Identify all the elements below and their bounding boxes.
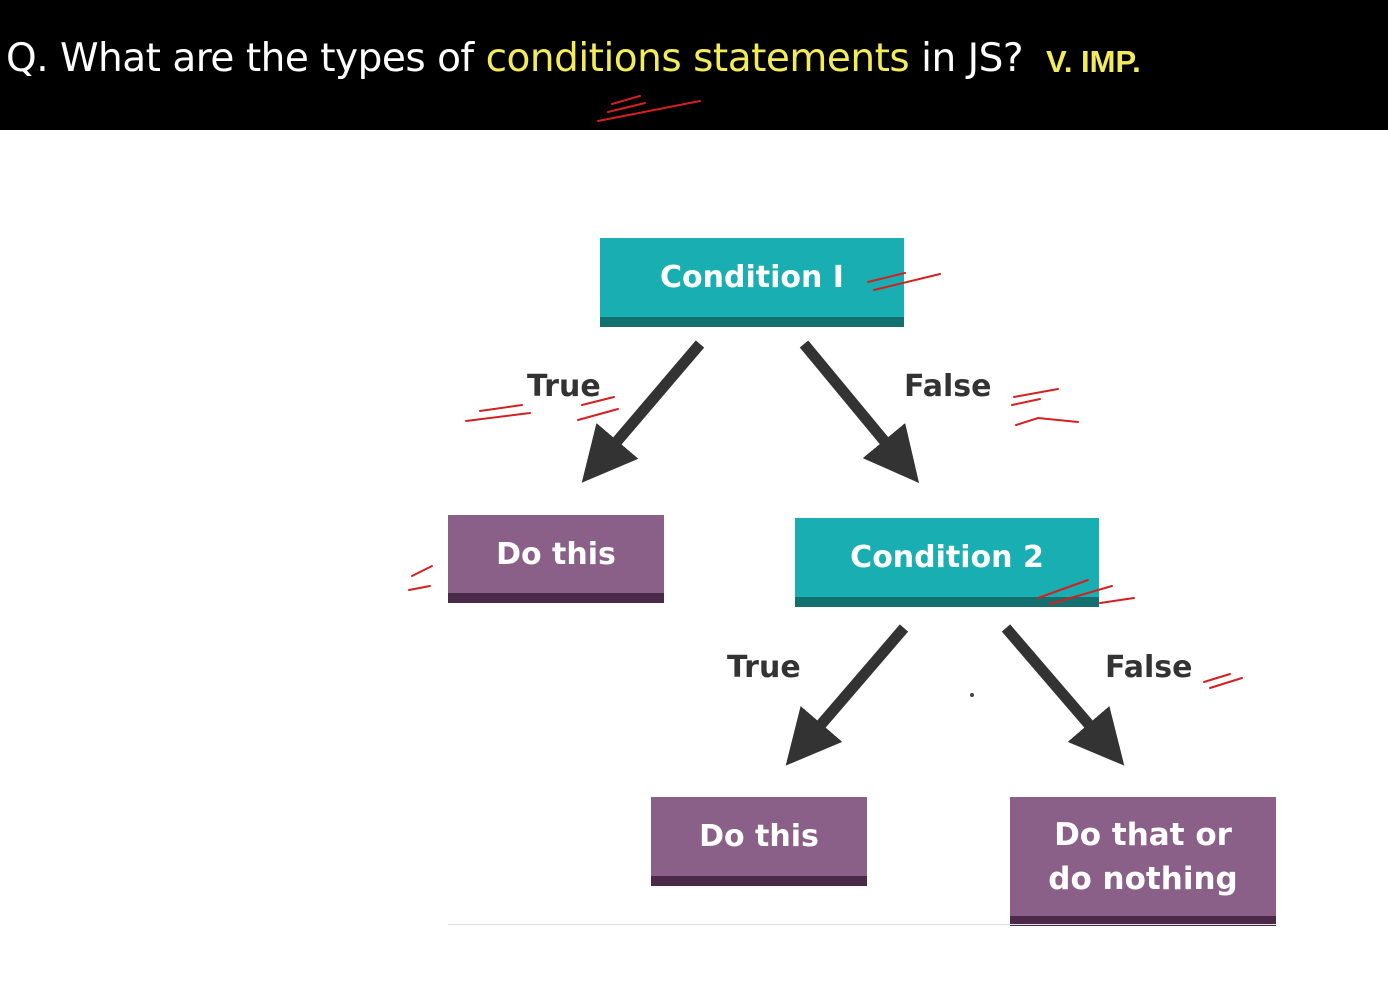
arrow-condition2-true bbox=[785, 624, 909, 766]
question-title: Q. What are the types of conditions stat… bbox=[6, 36, 1024, 81]
annotation-dot bbox=[970, 693, 974, 697]
annotation-true1-left bbox=[465, 404, 531, 422]
annotation-left-margin bbox=[408, 565, 433, 591]
annotation-false2 bbox=[1203, 673, 1243, 689]
arrow-condition1-false bbox=[799, 340, 920, 483]
annotation-false1 bbox=[1011, 388, 1079, 426]
annotation-condition2 bbox=[1037, 579, 1135, 605]
do-this-label-2: Do this bbox=[699, 819, 819, 854]
do-that-line2: do nothing bbox=[1048, 860, 1238, 897]
arrow-condition2-false bbox=[1001, 624, 1125, 766]
do-that-line1: Do that or bbox=[1054, 816, 1232, 853]
false-label-2: False bbox=[1105, 650, 1193, 685]
do-this-box-1: Do this bbox=[448, 515, 664, 603]
annotation-underline-header bbox=[597, 95, 701, 122]
do-this-box-2: Do this bbox=[651, 797, 867, 886]
condition2-label: Condition 2 bbox=[850, 540, 1044, 575]
header-bar: Q. What are the types of conditions stat… bbox=[0, 0, 1388, 130]
annotation-true1-under bbox=[577, 396, 619, 421]
condition2-box: Condition 2 bbox=[795, 518, 1099, 607]
true-label-1: True bbox=[527, 369, 601, 404]
question-highlight: conditions statements bbox=[485, 36, 910, 81]
false-label-1: False bbox=[904, 369, 992, 404]
condition1-label: Condition I bbox=[660, 260, 844, 295]
condition1-box: Condition I bbox=[600, 238, 904, 327]
do-this-label-1: Do this bbox=[496, 536, 616, 572]
do-that-box: Do that or do nothing bbox=[1010, 797, 1276, 926]
arrow-condition1-true bbox=[581, 340, 705, 483]
question-suffix: in JS? bbox=[921, 36, 1024, 81]
importance-badge: V. IMP. bbox=[1046, 44, 1141, 79]
annotation-condition1 bbox=[867, 272, 941, 291]
true-label-2: True bbox=[727, 650, 801, 685]
question-prefix: Q. What are the types of bbox=[6, 36, 474, 81]
baseline-rule bbox=[448, 924, 1276, 925]
